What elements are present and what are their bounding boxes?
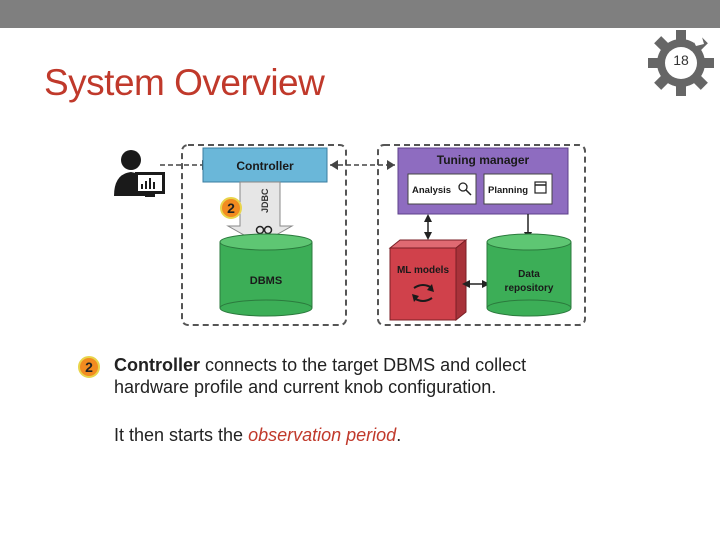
analysis-box <box>407 173 477 205</box>
controller-label: Controller <box>236 159 294 173</box>
data-repository-cylinder <box>486 233 572 317</box>
tuning-manager-label: Tuning manager <box>437 153 530 167</box>
diagram-step-badge: 2 <box>220 197 242 219</box>
controller-term: Controller <box>114 355 201 375</box>
data-repository-label-line2: repository <box>505 283 554 294</box>
binoculars-icon <box>255 225 273 235</box>
ml-models-label: ML models <box>397 265 449 276</box>
slide-title: System Overview <box>44 62 325 103</box>
refresh-cycle-icon <box>412 284 434 302</box>
line1-rest: connects to the target DBMS and collect <box>200 355 527 375</box>
description-paragraph-2: It then starts the observation period. <box>114 424 634 446</box>
gear-icon <box>648 30 714 96</box>
line2: hardware profile and current knob config… <box>114 377 497 397</box>
jdbc-label: JDBC <box>260 188 270 213</box>
ml-models-box <box>388 238 468 322</box>
top-bar <box>0 0 720 28</box>
page-number: 18 <box>673 52 689 68</box>
description-paragraph-1: Controller connects to the target DBMS a… <box>114 354 634 398</box>
para2-prefix: It then starts the <box>114 425 249 445</box>
step-badge: 2 <box>78 356 100 378</box>
user-monitor-icon <box>114 150 165 197</box>
para2-suffix: . <box>396 425 402 445</box>
dbms-cylinder <box>219 233 313 317</box>
controller-boundary <box>181 144 347 326</box>
analysis-search-icon <box>458 182 472 196</box>
calendar-icon <box>534 181 547 194</box>
planning-box <box>483 173 553 205</box>
analysis-label: Analysis <box>412 185 451 196</box>
observation-period-term: observation period <box>248 425 397 445</box>
dbms-label: DBMS <box>250 275 282 287</box>
data-repository-label-line1: Data <box>518 269 540 280</box>
planning-label: Planning <box>488 185 528 196</box>
description-text: Controller connects to the target DBMS a… <box>114 354 634 446</box>
